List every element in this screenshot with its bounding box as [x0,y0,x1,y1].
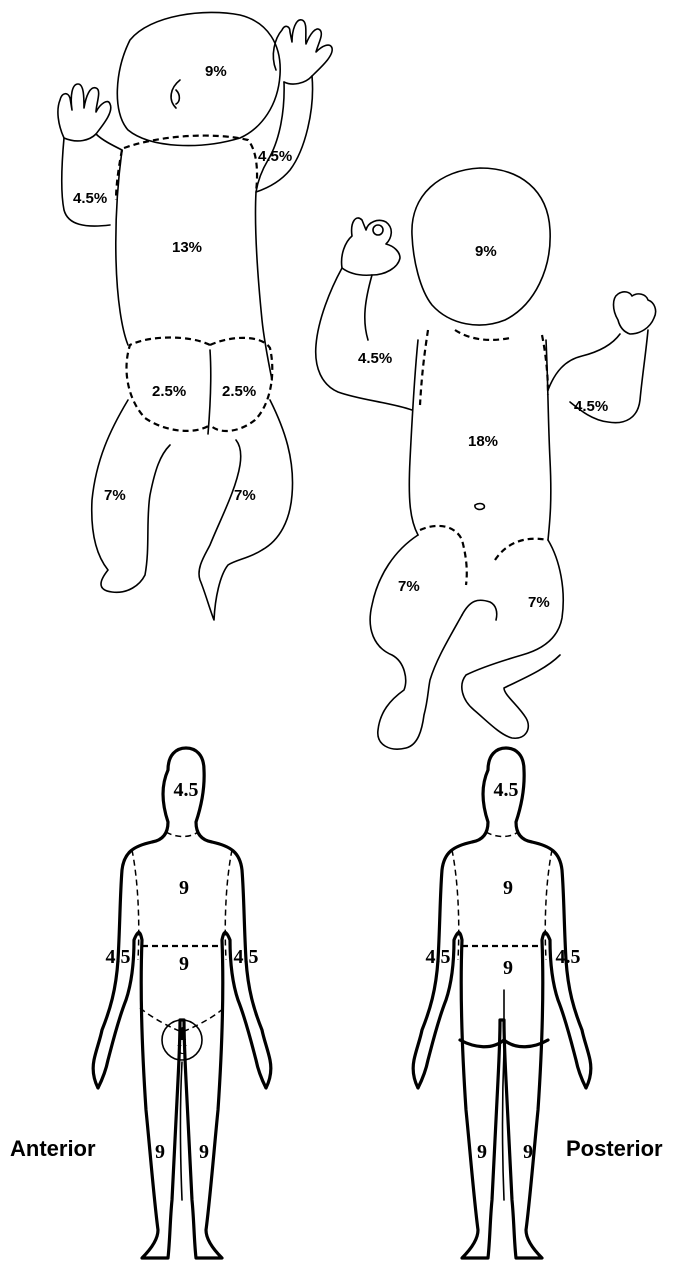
infant-back-left-leg-label: 7% [104,487,126,504]
infant-back-cleft [208,350,211,434]
adult-posterior-upper-back-label: 9 [503,877,513,899]
adult-anterior-left-leg-label: 9 [155,1141,165,1163]
infant-front-left-arm-label: 4.5% [358,350,392,367]
infant-back-left-arm-label: 4.5% [73,190,107,207]
infant-front-leg-right-line [495,539,548,560]
infant-back-trunk-label: 13% [172,239,202,256]
adult-posterior-body-outline [413,748,591,1258]
infant-front-hand-right [614,292,656,334]
adult-posterior-leg-split [503,1050,505,1200]
adult-posterior-lower-back-label: 9 [503,957,513,979]
infant-front-neck-line [455,330,510,340]
infant-back-left-buttock-label: 2.5% [152,383,186,400]
adult-anterior-genital-label: 1 [177,1023,187,1045]
infant-back-torso [116,150,272,380]
infant-front-leg-right [462,540,563,738]
adult-anterior-abdomen-label: 9 [179,953,189,975]
infant-back-leg-right [199,400,293,620]
infant-back-right-buttock-label: 2.5% [222,383,256,400]
infant-front-groin [462,600,497,620]
adult-posterior-figure [413,748,591,1258]
infant-back-arm-left [62,134,122,226]
adult-anterior-right-arm-label: 4.5 [234,946,259,968]
adult-posterior-left-arm-label: 4.5 [426,946,451,968]
anterior-view-label: Anterior [10,1136,96,1161]
adult-anterior-leg-split [181,1062,183,1200]
infant-back-right-leg-label: 7% [234,487,256,504]
infant-front-arm-left [316,268,412,410]
adult-posterior-right-leg-label: 9 [523,1141,533,1163]
posterior-view-label: Posterior [566,1136,663,1161]
adult-posterior-head-label: 4.5 [494,779,519,801]
infant-back-shoulder-line [124,136,257,192]
infant-back-arm-right [256,76,313,192]
infant-front-leg-left [370,535,462,749]
infant-back-ear [171,80,180,108]
infant-back-figure [58,12,332,620]
infant-front-left-leg-label: 7% [398,578,420,595]
infant-front-right-leg-label: 7% [528,594,550,611]
infant-front-trunk-label: 18% [468,433,498,450]
infant-front-hand-left [342,218,400,275]
infant-front-left-shoulder-line [420,330,428,405]
infant-front-right-arm-label: 4.5% [574,398,608,415]
adult-anterior-genital-marker: U [177,1043,187,1058]
infant-front-right-shoulder-line [542,335,548,395]
adult-anterior-neck-line [166,832,198,837]
infant-back-head [117,12,280,145]
adult-posterior-left-leg-label: 9 [477,1141,487,1163]
adult-anterior-right-leg-label: 9 [199,1141,209,1163]
infant-back-right-arm-label: 4.5% [258,148,292,165]
adult-anterior-left-arm-label: 4.5 [106,946,131,968]
infant-front-hand-left-ring [373,225,383,235]
infant-front-navel [475,504,485,510]
adult-posterior-right-arm-label: 4.5 [556,946,581,968]
adult-anterior-chest-label: 9 [179,877,189,899]
infant-back-hand-left [58,84,111,141]
infant-front-head-label: 9% [475,243,497,260]
adult-posterior-neck-line [486,832,518,837]
infant-front-leg-left-line [420,526,467,585]
infant-back-hand-right [273,20,332,84]
infant-back-head-label: 9% [205,63,227,80]
adult-anterior-figure [93,748,271,1258]
adult-anterior-head-label: 4.5 [174,779,199,801]
